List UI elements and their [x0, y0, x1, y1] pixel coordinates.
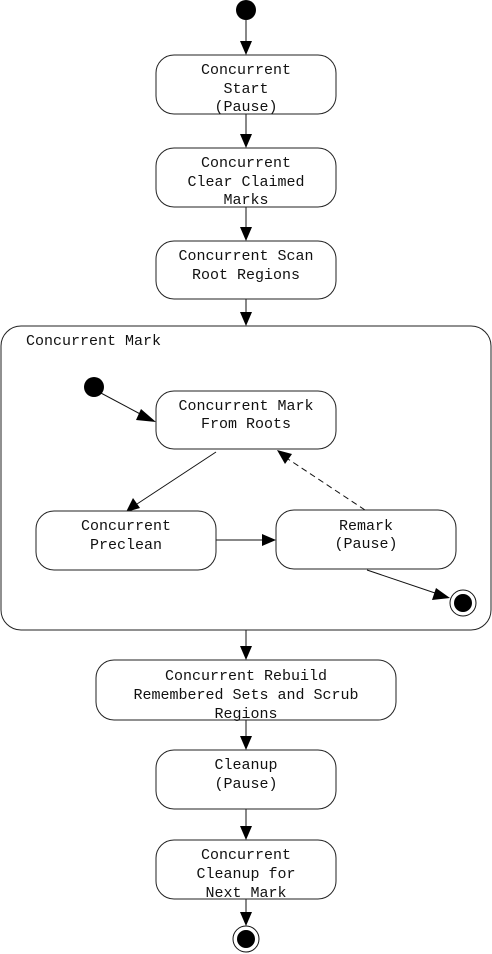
node-cleanup-line-2: (Pause): [214, 776, 277, 793]
node-clear-claimed-marks-line-3: Marks: [223, 192, 268, 209]
node-rebuild-remsets: Concurrent Rebuild Remembered Sets and S…: [95, 659, 397, 723]
edge-from-roots-to-preclean: [126, 451, 217, 512]
node-scan-root-regions-line-1: Concurrent Scan: [178, 248, 313, 265]
node-cleanup-line-1: Cleanup: [214, 757, 277, 774]
node-cleanup-next-mark-line-2: Cleanup for: [196, 866, 295, 883]
edge-clear-to-scan: [240, 207, 252, 241]
node-remark-line-2: (Pause): [334, 536, 397, 553]
group-concurrent-mark-title: Concurrent Mark: [26, 333, 161, 350]
node-cleanup-next-mark: Concurrent Cleanup for Next Mark: [155, 839, 337, 902]
edge-preclean-to-remark: [216, 534, 276, 546]
final-node: [232, 925, 260, 953]
edge-cleanup-to-next-mark: [240, 809, 252, 840]
node-rebuild-remsets-line-3: Regions: [214, 706, 277, 723]
edge-mark-group-to-rebuild: [240, 630, 252, 660]
node-clear-claimed-marks: Concurrent Clear Claimed Marks: [155, 147, 337, 209]
edge-rebuild-to-cleanup: [240, 720, 252, 750]
mark-initial-node: [84, 377, 104, 397]
edges: [98, 20, 450, 926]
node-cleanup-next-mark-line-3: Next Mark: [205, 885, 286, 902]
edge-next-mark-to-final: [240, 899, 252, 926]
node-remark-line-1: Remark: [339, 518, 393, 535]
initial-node: [236, 0, 256, 20]
node-concurrent-start-line-3: (Pause): [214, 99, 277, 116]
edge-remark-to-from-roots-dashed: [277, 450, 366, 511]
node-mark-from-roots-line-2: From Roots: [201, 416, 291, 433]
node-mark-from-roots: Concurrent Mark From Roots: [155, 390, 337, 450]
edge-mark-initial-to-from-roots: [98, 391, 156, 422]
node-remark: Remark (Pause): [275, 509, 457, 570]
mark-final-node: [449, 589, 477, 617]
node-scan-root-regions: Concurrent Scan Root Regions: [155, 240, 337, 300]
edge-remark-to-mark-final: [366, 569, 450, 600]
node-cleanup: Cleanup (Pause): [155, 749, 337, 810]
node-mark-from-roots-line-1: Concurrent Mark: [178, 398, 313, 415]
node-clear-claimed-marks-line-2: Clear Claimed: [187, 174, 304, 191]
node-preclean: Concurrent Preclean: [35, 510, 217, 571]
node-preclean-line-2: Preclean: [90, 537, 162, 554]
edge-scan-to-mark-group: [240, 299, 252, 326]
node-rebuild-remsets-line-1: Concurrent Rebuild: [165, 668, 327, 685]
node-concurrent-start-line-2: Start: [223, 81, 268, 98]
group-concurrent-mark: Concurrent Mark Concurrent Mark From Roo…: [0, 325, 492, 631]
node-scan-root-regions-line-2: Root Regions: [192, 267, 300, 284]
node-cleanup-next-mark-line-1: Concurrent: [201, 847, 291, 864]
edge-initial-to-start: [240, 20, 252, 55]
node-clear-claimed-marks-line-1: Concurrent: [201, 155, 291, 172]
edge-start-to-clear: [240, 114, 252, 148]
node-preclean-line-1: Concurrent: [81, 518, 171, 535]
node-concurrent-start-line-1: Concurrent: [201, 62, 291, 79]
node-concurrent-start: Concurrent Start (Pause): [155, 54, 337, 116]
node-rebuild-remsets-line-2: Remembered Sets and Scrub: [133, 687, 358, 704]
